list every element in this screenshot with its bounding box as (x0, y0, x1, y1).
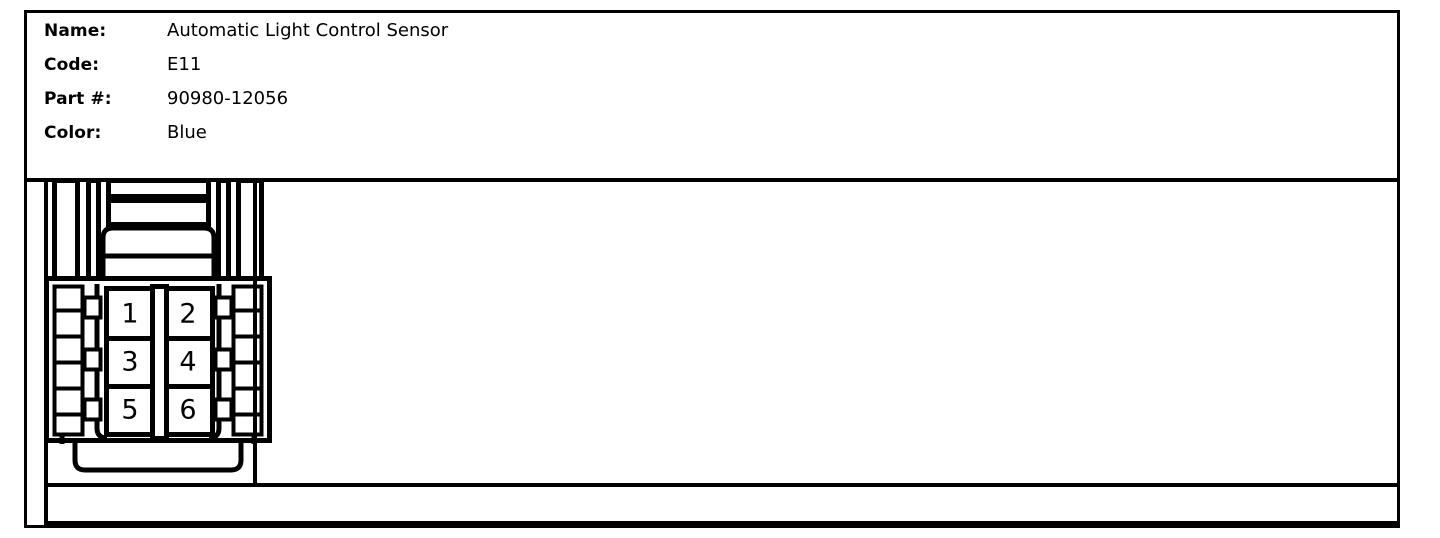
connector-diagram: 1 2 3 4 5 6 (40, 176, 276, 480)
right-bump-3 (213, 397, 234, 422)
left-rail-cell-2 (52, 308, 85, 339)
pin-label-2: 2 (179, 299, 196, 330)
inner-shroud-walls (94, 284, 222, 441)
left-retention-bumps (82, 295, 103, 422)
info-label-part-number: Part #: (44, 89, 112, 109)
upper-middle-band (106, 198, 211, 227)
info-label-code: Code: (44, 55, 100, 75)
info-label-color: Color: (44, 123, 102, 143)
right-rail-cell-6 (231, 412, 264, 437)
right-rail-cell-3 (231, 334, 264, 365)
right-rail-cell-1 (231, 284, 264, 313)
connector-bottom-lock-tab (59, 434, 257, 473)
inner-wall-right (208, 284, 222, 441)
lock-tab-outline (72, 440, 244, 473)
bottom-divider-upper (44, 483, 1400, 487)
pin-cavity-4 (162, 336, 215, 389)
info-row-code: Code: E11 (44, 54, 1344, 88)
left-rail-cell-6 (52, 412, 85, 437)
upper-post-right-inner (216, 178, 231, 281)
pin-label-1: 1 (121, 299, 138, 330)
left-rail-cell-5 (52, 386, 85, 417)
connector-upper-housing (52, 178, 264, 281)
left-bump-2 (82, 347, 103, 372)
info-row-color: Color: Blue (44, 122, 1344, 156)
info-label-name: Name: (44, 21, 107, 41)
info-value-code: E11 (167, 54, 202, 75)
connector-drawing-svg: 1 2 3 4 5 6 (44, 178, 272, 473)
info-row-part-number: Part #: 90980-12056 (44, 88, 1344, 122)
right-rail-cell-2 (231, 308, 264, 339)
connector-info-block: Name: Automatic Light Control Sensor Cod… (44, 20, 1344, 156)
left-bump-1 (82, 295, 103, 320)
info-row-name: Name: Automatic Light Control Sensor (44, 20, 1344, 54)
left-rail-cell-4 (52, 360, 85, 391)
pin-label-3: 3 (121, 347, 138, 378)
upper-post-right-outer (236, 178, 264, 281)
upper-post-left-inner (86, 178, 101, 281)
info-value-part-number: 90980-12056 (167, 88, 289, 109)
inner-wall-left (94, 284, 108, 441)
connector-cell-divider (253, 181, 257, 486)
upper-post-left-outer (52, 178, 80, 281)
right-bump-2 (213, 347, 234, 372)
left-latch-rail (52, 284, 85, 437)
center-rib (150, 284, 169, 441)
pin-label-4: 4 (179, 347, 196, 378)
right-retention-bumps (213, 295, 234, 422)
right-bump-1 (213, 295, 234, 320)
left-bump-3 (82, 397, 103, 422)
left-rail-cell-3 (52, 334, 85, 365)
right-rail-cell-5 (231, 386, 264, 417)
right-latch-rail (231, 284, 264, 437)
upper-cap-bar (106, 178, 211, 199)
info-value-name: Automatic Light Control Sensor (167, 20, 449, 41)
pin-label-6: 6 (179, 395, 196, 426)
left-rail-cell-1 (52, 284, 85, 313)
bottom-divider-lower (44, 521, 1400, 525)
info-value-color: Blue (167, 122, 207, 143)
right-rail-cell-4 (231, 360, 264, 391)
pin-label-5: 5 (121, 395, 138, 426)
upper-body-taper (100, 225, 217, 278)
center-keying-rib (150, 284, 169, 441)
header-divider (24, 178, 1400, 182)
pin-cavity-grid (104, 286, 215, 437)
